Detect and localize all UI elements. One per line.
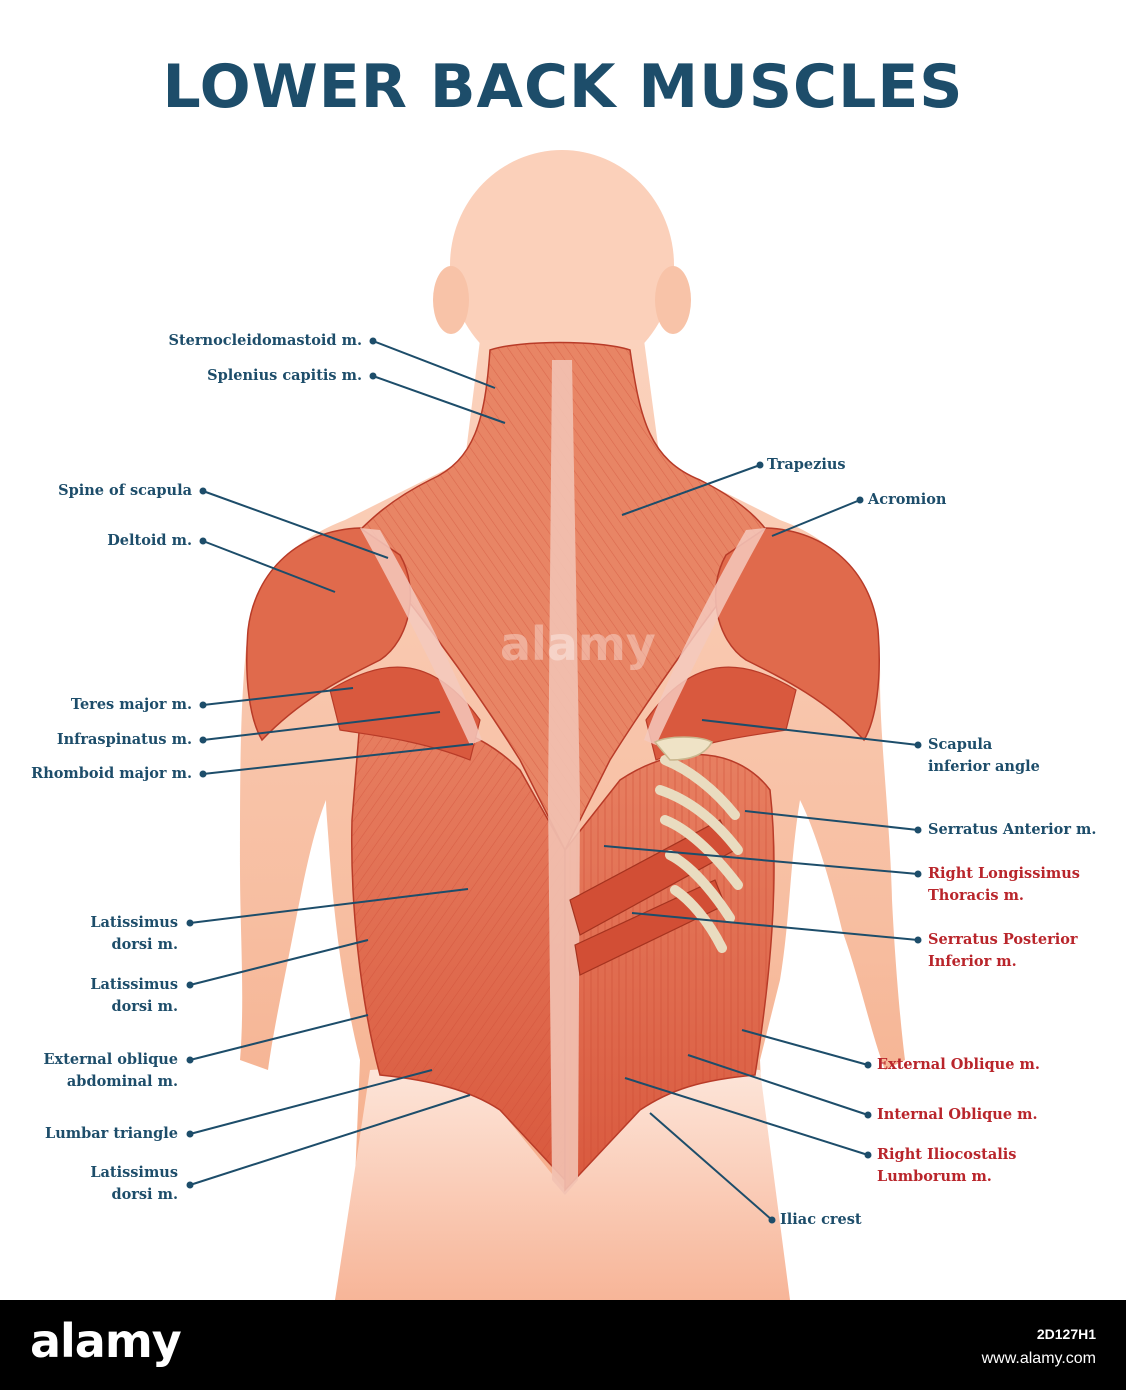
label-serratus-anterior: Serratus Anterior m. (928, 821, 1097, 838)
label-splenius-capitis: Splenius capitis m. (207, 367, 362, 384)
image-id: 2D127H1 (1036, 1326, 1096, 1342)
label-iliac-crest: Iliac crest (780, 1211, 862, 1228)
label-line: Latissimus (90, 914, 178, 931)
diagram-title: LOWER BACK MUSCLES (162, 52, 964, 122)
label-infraspinatus: Infraspinatus m. (56, 731, 192, 748)
label-line: dorsi m. (111, 936, 178, 953)
label-trapezius: Trapezius (767, 456, 846, 473)
left-ear (433, 266, 469, 334)
back-muscles-illustration (186, 150, 922, 1300)
alamy-logo: alamy (30, 1314, 182, 1368)
scapula-inferior-angle (653, 736, 714, 761)
leader-dots (186, 337, 922, 1224)
site-url: www.alamy.com (981, 1350, 1096, 1367)
label-line: Right Longissimus (928, 865, 1080, 882)
label-sternocleidomastoid: Sternocleidomastoid m. (168, 332, 362, 349)
label-line: abdominal m. (66, 1073, 178, 1090)
muscle-layer (246, 341, 880, 1195)
left-teres-infraspinatus (329, 666, 481, 761)
label-line: Right Iliocostalis (877, 1146, 1017, 1163)
left-spine-of-scapula (360, 528, 482, 745)
label-external-oblique-abdominal: External oblique abdominal m. (44, 1049, 179, 1093)
label-spine-of-scapula: Spine of scapula (58, 482, 192, 499)
spine-tendon (548, 360, 580, 1195)
label-line: inferior angle (928, 758, 1040, 775)
label-acromion: Acromion (868, 491, 947, 508)
label-latissimus-dorsi-1: Latissimus dorsi m. (90, 912, 178, 956)
label-line: Inferior m. (928, 953, 1017, 970)
right-deltoid-muscle (714, 527, 880, 742)
label-latissimus-dorsi-2: Latissimus dorsi m. (90, 974, 178, 1018)
watermark: alamy (500, 617, 656, 671)
label-line: dorsi m. (111, 1186, 178, 1203)
right-ear (655, 266, 691, 334)
left-deltoid-muscle (246, 527, 412, 742)
label-line: Serratus Posterior (928, 931, 1078, 948)
footer-bar: alamy 2D127H1 www.alamy.com (0, 1300, 1126, 1390)
label-line: Latissimus (90, 976, 178, 993)
label-latissimus-dorsi-3: Latissimus dorsi m. (90, 1162, 178, 1206)
label-line: dorsi m. (111, 998, 178, 1015)
label-internal-oblique: Internal Oblique m. (877, 1106, 1038, 1123)
label-line: Thoracis m. (928, 887, 1024, 904)
label-line: Latissimus (90, 1164, 178, 1181)
head (450, 150, 674, 380)
label-line: Lumborum m. (877, 1168, 992, 1185)
hips (335, 1069, 790, 1300)
label-scapula-inferior-angle: Scapula inferior angle (928, 734, 1040, 778)
label-lumbar-triangle: Lumbar triangle (45, 1125, 178, 1142)
label-deltoid: Deltoid m. (107, 532, 192, 549)
label-rhomboid-major: Rhomboid major m. (31, 765, 192, 782)
ribs (655, 755, 743, 953)
label-line: Scapula (928, 736, 993, 753)
label-external-oblique: External Oblique m. (877, 1056, 1040, 1073)
leader-lines (189, 340, 919, 1221)
right-spine-of-scapula (644, 528, 766, 745)
label-line: External oblique (43, 1051, 179, 1068)
label-teres-major: Teres major m. (70, 696, 192, 713)
